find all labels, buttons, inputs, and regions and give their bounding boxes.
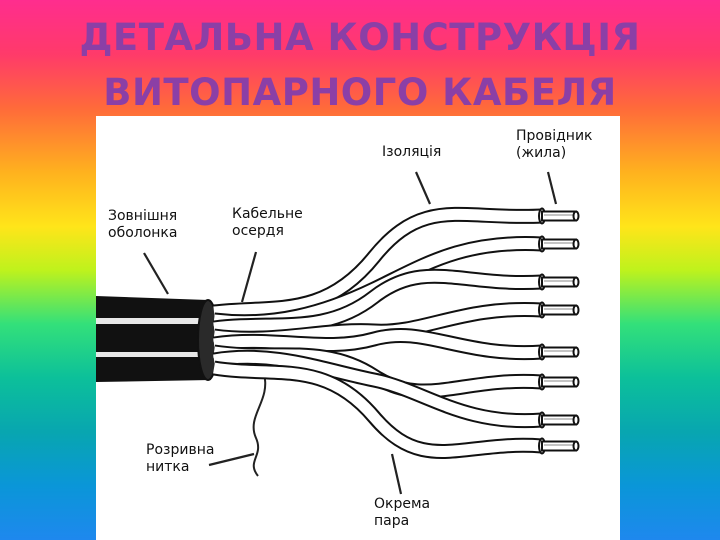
conductor-tip — [572, 276, 580, 288]
conductor-core — [541, 346, 577, 358]
cable-diagram: Зовнішня оболонка Кабельне осердя Ізоляц… — [96, 116, 620, 540]
conductor-tip — [572, 414, 580, 426]
conductor-core — [541, 440, 577, 452]
conductor-tip — [572, 210, 580, 222]
conductor-core — [541, 276, 577, 288]
label-insulation-line-1: Ізоляція — [382, 144, 442, 160]
wire-insulation — [213, 330, 543, 359]
ripcord-thread — [252, 373, 267, 477]
label-single-pair-line-1: Окрема — [374, 496, 431, 512]
label-outer-sheath-line-1: Зовнішня — [108, 208, 178, 224]
conductor-tip — [572, 304, 580, 316]
outer-jacket-shape — [96, 296, 219, 382]
wire-insulation — [213, 362, 543, 457]
label-cable-core-line-1: Кабельне — [232, 206, 303, 222]
label-conductor-line-2: (жила) — [516, 145, 567, 161]
conductor-tip — [572, 238, 580, 250]
conductor-tip — [572, 346, 580, 358]
wire-insulation — [213, 351, 543, 427]
conductor-core — [541, 304, 577, 316]
label-cable-core: Кабельне осердя — [232, 206, 303, 240]
label-insulation: Ізоляція — [382, 144, 441, 161]
conductor-core — [541, 210, 577, 222]
slide-title-line-2: ВИТОПАРНОГО КАБЕЛЯ — [103, 71, 617, 114]
wire-insulation — [213, 270, 543, 334]
conductor-core — [541, 376, 577, 388]
conductor-tip — [572, 376, 580, 388]
label-outer-sheath: Зовнішня оболонка — [108, 208, 177, 242]
twisted-pairs — [212, 206, 580, 459]
label-cable-core-line-2: осердя — [232, 223, 284, 239]
conductor-tip — [572, 440, 580, 452]
cable-drawing — [96, 171, 580, 495]
leader-lines — [143, 171, 558, 495]
label-conductor-line-1: Провідник — [516, 128, 593, 144]
label-single-pair: Окрема пара — [374, 496, 430, 530]
label-ripcord: Розривна нитка — [146, 442, 214, 476]
wire-insulation — [213, 208, 543, 318]
label-single-pair-line-2: пара — [374, 513, 410, 529]
label-conductor: Провідник (жила) — [516, 128, 593, 162]
label-ripcord-line-2: нитка — [146, 459, 190, 475]
label-ripcord-line-1: Розривна — [146, 442, 215, 458]
slide-title: ДЕТАЛЬНА КОНСТРУКЦІЯ ВИТОПАРНОГО КАБЕЛЯ — [0, 10, 720, 120]
conductor-core — [541, 238, 577, 250]
conductor-core — [541, 414, 577, 426]
label-outer-sheath-line-2: оболонка — [108, 225, 178, 241]
slide-title-line-1: ДЕТАЛЬНА КОНСТРУКЦІЯ — [79, 16, 641, 59]
